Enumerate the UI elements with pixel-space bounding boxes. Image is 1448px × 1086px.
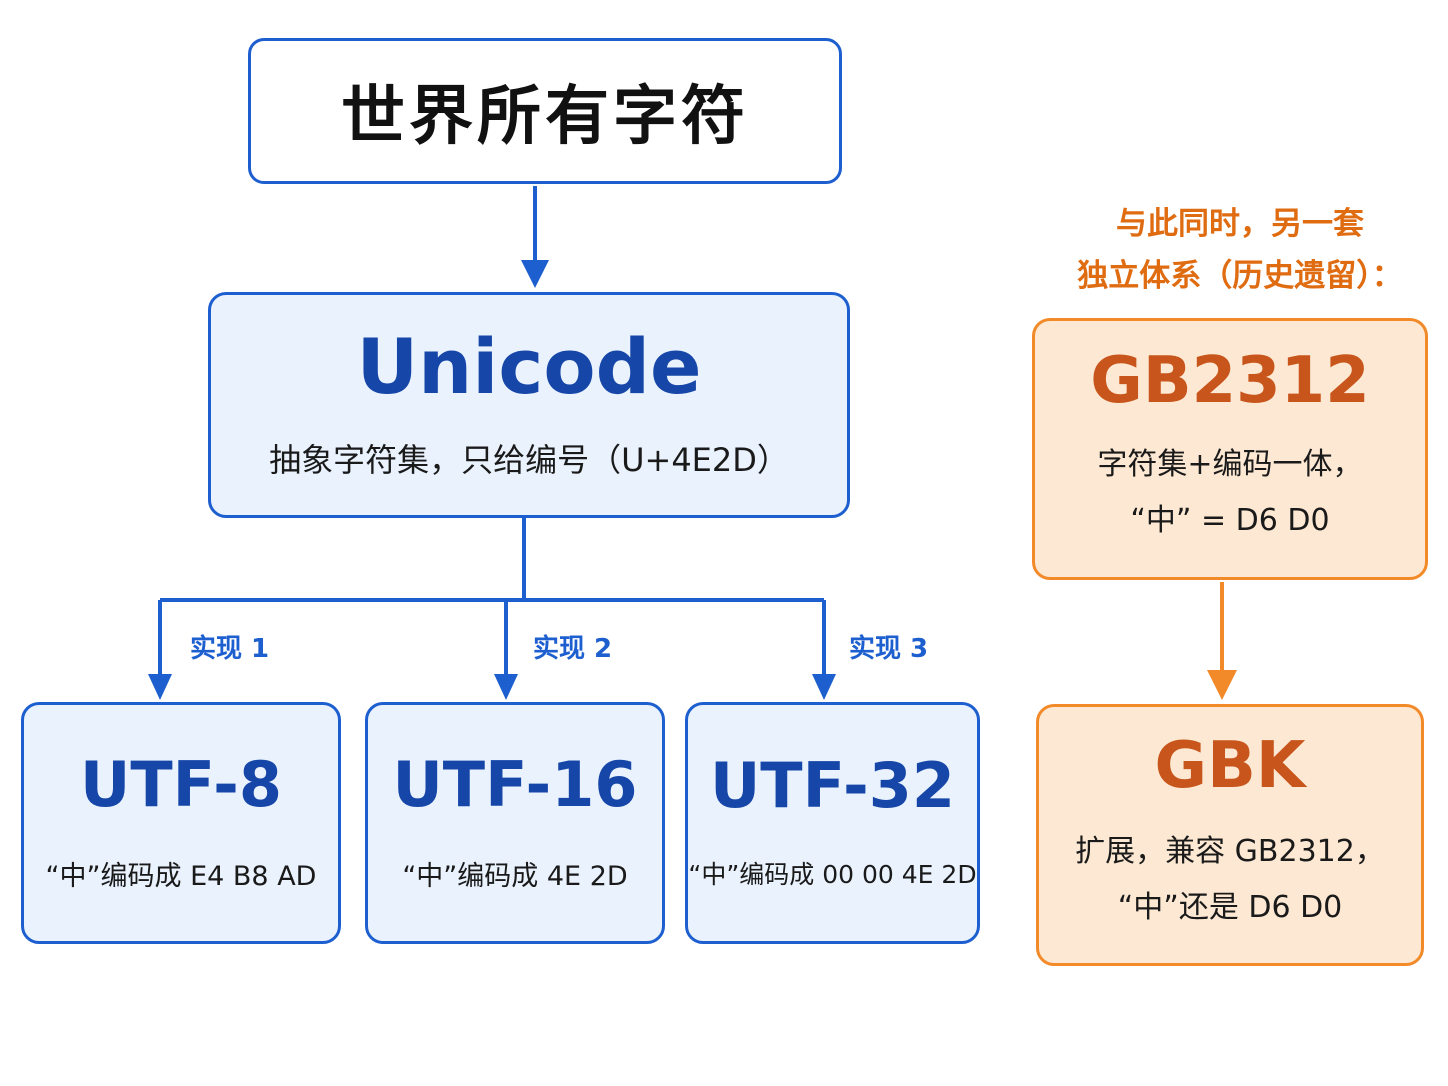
arrowhead-utf16 [494, 674, 518, 700]
utf32-box: UTF-32 “中”编码成 00 00 4E 2D [685, 702, 980, 944]
gb2312-desc-line2: “中” = D6 D0 [1130, 503, 1330, 538]
utf32-desc: “中”编码成 00 00 4E 2D [688, 860, 977, 889]
impl-label-1: 实现 1 [190, 634, 270, 664]
utf32-title: UTF-32 [709, 749, 956, 822]
unicode-box: Unicode 抽象字符集，只给编号（U+4E2D） [208, 292, 850, 518]
gbk-desc-line1: 扩展，兼容 GB2312， [1075, 834, 1385, 869]
all-characters-box: 世界所有字符 [248, 38, 842, 184]
utf8-title: UTF-8 [80, 747, 282, 821]
gb2312-desc-line1: 字符集+编码一体， [1097, 447, 1363, 482]
arrowhead-unicode [521, 260, 549, 288]
arrowhead-gbk [1207, 670, 1237, 700]
gbk-title: GBK [1154, 729, 1306, 803]
gbk-desc-line2: “中”还是 D6 D0 [1117, 890, 1343, 925]
arrowhead-utf32 [812, 674, 836, 700]
side-note-line2: 独立体系（历史遗留）： [1077, 258, 1403, 294]
gb2312-box: GB2312 字符集+编码一体， “中” = D6 D0 [1032, 318, 1428, 580]
all-characters-title: 世界所有字符 [341, 80, 749, 154]
utf16-title: UTF-16 [392, 747, 638, 821]
unicode-subtitle: 抽象字符集，只给编号（U+4E2D） [269, 441, 789, 479]
gb2312-desc: 字符集+编码一体， “中” = D6 D0 [1097, 437, 1362, 549]
impl-label-2: 实现 2 [533, 634, 613, 664]
utf16-box: UTF-16 “中”编码成 4E 2D [365, 702, 665, 944]
arrowhead-utf8 [148, 674, 172, 700]
side-note-line1: 与此同时，另一套 [1116, 206, 1364, 242]
impl-label-3: 实现 3 [849, 634, 929, 664]
side-note: 与此同时，另一套 独立体系（历史遗留）： [1040, 198, 1440, 302]
unicode-title: Unicode [356, 322, 702, 411]
gbk-desc: 扩展，兼容 GB2312， “中”还是 D6 D0 [1075, 824, 1385, 936]
gbk-box: GBK 扩展，兼容 GB2312， “中”还是 D6 D0 [1036, 704, 1424, 966]
gb2312-title: GB2312 [1090, 344, 1370, 418]
utf8-desc: “中”编码成 E4 B8 AD [45, 860, 317, 892]
utf16-desc: “中”编码成 4E 2D [402, 860, 628, 892]
utf8-box: UTF-8 “中”编码成 E4 B8 AD [21, 702, 341, 944]
